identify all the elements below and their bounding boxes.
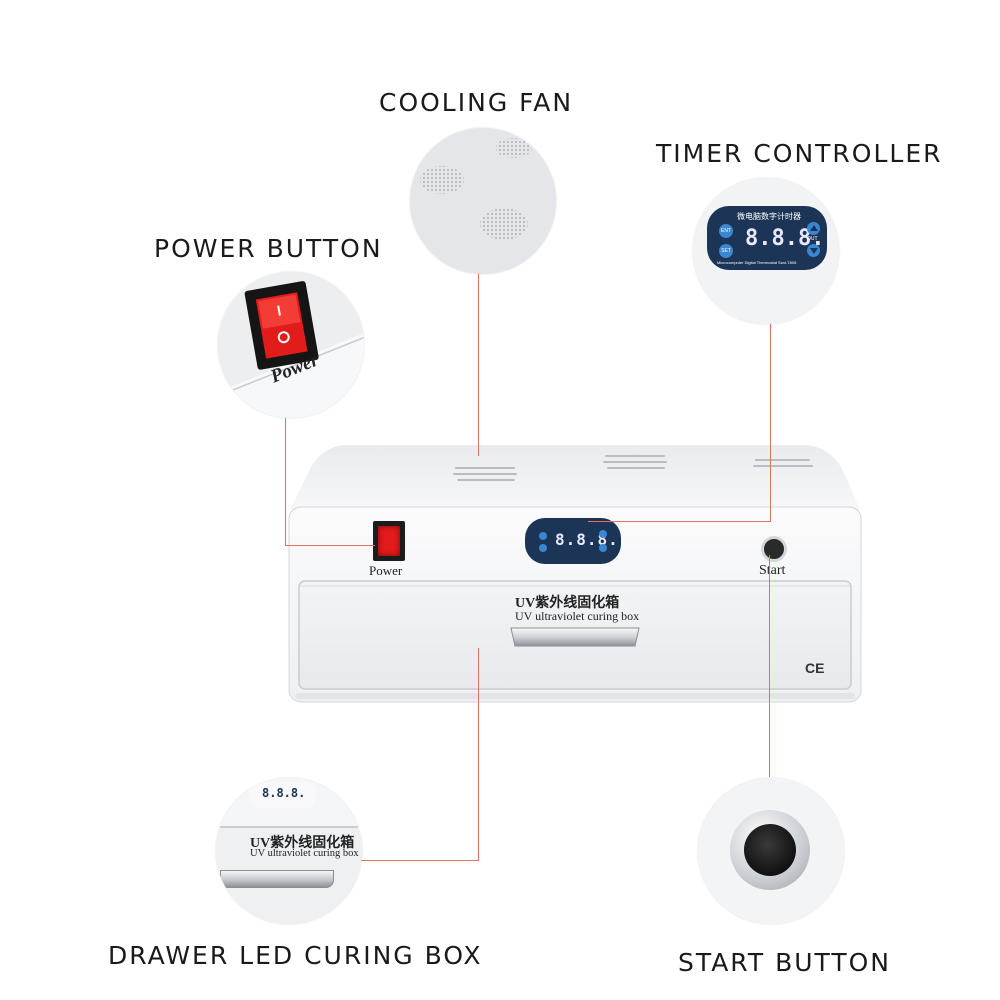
drawer-zoom-title-en: UV ultraviolet curing box (250, 848, 359, 859)
device-start-label: Start (759, 563, 786, 578)
start-button-zoom (698, 778, 844, 924)
leader-drawer-v (478, 648, 479, 860)
leader-drawer-h (360, 860, 479, 861)
timer-btn-up[interactable] (807, 222, 820, 235)
callout-timer-label: TIMER CONTROLLER (656, 139, 943, 168)
timer-btn-down[interactable] (807, 244, 820, 257)
power-button-zoom: Power (218, 272, 364, 418)
leader-power-h (285, 545, 375, 546)
device-timer-controller[interactable]: 8.8.8. (525, 518, 621, 564)
device-title-en: UV ultraviolet curing box (515, 609, 640, 623)
device-timer-display: 8.8.8. (555, 530, 619, 549)
timer-btn-set[interactable]: SET (719, 244, 733, 258)
timer-header-cn: 微电脑数字计时器 (737, 212, 801, 221)
callout-start-label: START BUTTON (678, 948, 892, 977)
device-timer-btn-up[interactable] (599, 530, 607, 538)
drawer-zoom: 8.8.8. UV紫外线固化箱 UV ultraviolet curing bo… (216, 778, 362, 924)
timer-controller-zoom: 微电脑数字计时器 8.8.8. ENT SET OUT Microcompute… (693, 178, 839, 324)
callout-drawer-label: DRAWER LED CURING BOX (108, 941, 483, 970)
timer-panel: 微电脑数字计时器 8.8.8. ENT SET OUT Microcompute… (707, 206, 827, 270)
device-title-cn: UV紫外线固化箱 (515, 596, 620, 611)
device-timer-btn-down[interactable] (599, 544, 607, 552)
leader-cooling-fan (478, 268, 479, 456)
drawer-zoom-display: 8.8.8. (262, 786, 306, 800)
drawer-zoom-timer: 8.8.8. (250, 782, 316, 808)
device-power-label: Power (369, 563, 403, 578)
callout-power-label: POWER BUTTON (154, 234, 383, 263)
drawer-zoom-title-cn: UV紫外线固化箱 (250, 836, 355, 851)
arrow-up-icon (809, 225, 818, 231)
timer-footer: Microcomputer Digital Thermostat Swd-T80… (717, 260, 797, 265)
start-button-cap[interactable] (744, 824, 796, 876)
callout-cooling-fan-label: COOLING FAN (379, 88, 574, 117)
device-power-switch[interactable] (373, 521, 405, 561)
leader-power-v (285, 418, 286, 545)
device-timer-btn-ent[interactable] (539, 532, 547, 540)
device-timer-btn-set[interactable] (539, 544, 547, 552)
timer-btn-ent[interactable]: ENT (719, 224, 733, 238)
device-start-button[interactable] (761, 536, 787, 562)
curing-box-device: Power 8.8.8. Start UV紫外线固化箱 UV ultraviol… (285, 445, 865, 705)
power-rocker (378, 526, 400, 556)
ce-mark: CE (805, 660, 825, 676)
arrow-down-icon (809, 248, 818, 254)
timer-out-label: OUT (807, 236, 818, 242)
leader-start (769, 555, 770, 777)
leader-timer-h (588, 521, 770, 522)
leader-timer-v (770, 322, 771, 522)
cooling-fan-zoom (410, 128, 556, 274)
drawer-zoom-handle (220, 870, 334, 888)
